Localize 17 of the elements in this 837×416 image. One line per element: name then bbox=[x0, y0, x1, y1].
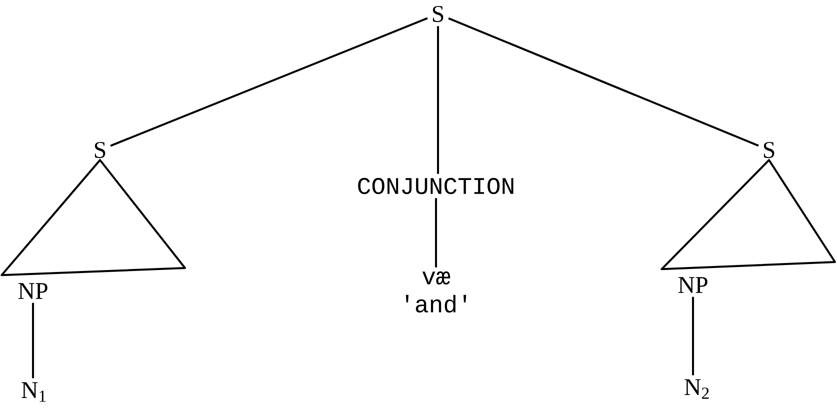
tree-label: N$_{2}$ bbox=[684, 379, 709, 399]
tree-label: S bbox=[432, 6, 444, 22]
branch-line bbox=[32, 302, 34, 378]
branch-line bbox=[448, 17, 759, 147]
triangle bbox=[660, 159, 836, 270]
tree-label: S bbox=[94, 142, 106, 158]
tree-label: NP bbox=[18, 283, 48, 299]
branch-line bbox=[692, 296, 694, 376]
triangle bbox=[0, 159, 186, 276]
tree-label: S bbox=[764, 142, 774, 158]
tree-label: NP bbox=[678, 277, 708, 293]
branch-line bbox=[435, 198, 437, 268]
tree-label: væ 'and' bbox=[406, 271, 466, 313]
branch-line bbox=[437, 26, 439, 174]
tree-label: N$_{1}$ bbox=[22, 382, 46, 402]
branch-line bbox=[110, 17, 428, 147]
tree-label: CONJUNCTION bbox=[358, 178, 514, 194]
